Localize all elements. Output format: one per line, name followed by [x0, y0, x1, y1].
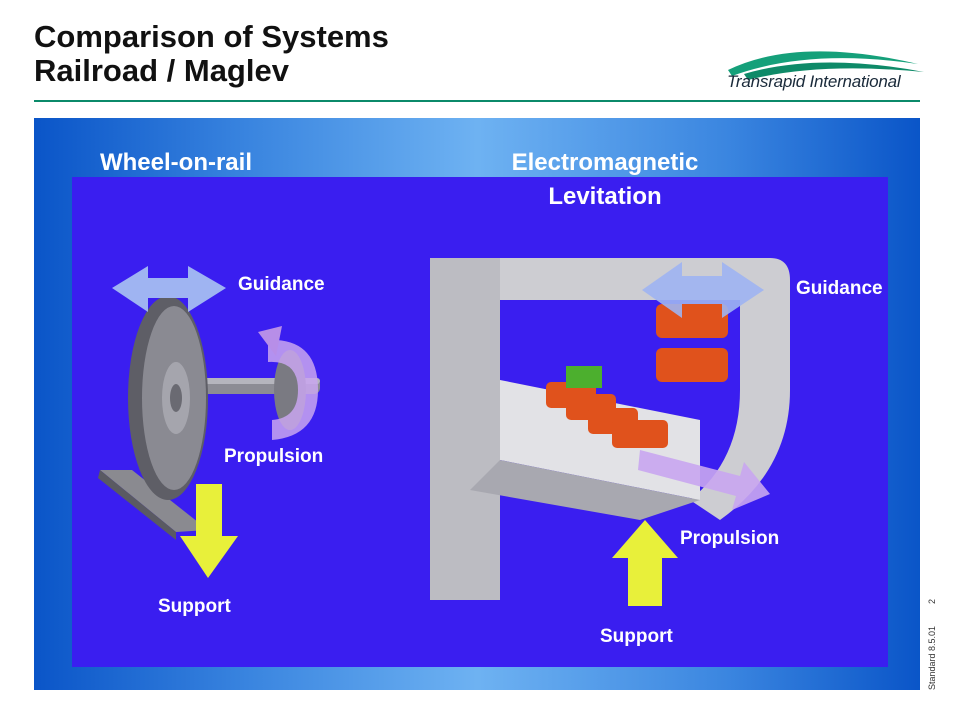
propulsion-rotation-arrow-icon — [268, 339, 318, 440]
electromagnetic-levitation-heading: Electromagnetic Levitation — [470, 146, 740, 214]
logo-text: Transrapid International — [727, 72, 901, 91]
title-line-1: Comparison of Systems — [34, 19, 389, 54]
maglev-guidance-label: Guidance — [796, 278, 883, 299]
support-magnet-icon — [546, 382, 668, 448]
wheel-on-rail-heading: Wheel-on-rail — [99, 149, 252, 176]
guidance-magnet-icon — [656, 304, 728, 338]
wheel-support-label: Support — [158, 596, 231, 617]
maglev-support-label: Support — [600, 626, 673, 647]
header-divider — [34, 100, 920, 102]
maglev-propulsion-arrow-icon — [638, 450, 770, 510]
title-line-2: Railroad / Maglev — [34, 53, 289, 88]
maglev-guidance-double-arrow-icon — [642, 262, 764, 318]
wheel-propulsion-label: Propulsion — [224, 446, 324, 467]
slide-title: Comparison of Systems Railroad / Maglev — [34, 20, 389, 88]
support-arrow-icon — [180, 484, 238, 578]
maglev-support-arrow-icon — [612, 520, 678, 606]
heading-line-2: Levitation — [548, 183, 662, 210]
standard-note: Standard 8.5.01 — [927, 625, 937, 690]
page-number: 2 — [927, 598, 937, 604]
wheel-guidance-label: Guidance — [238, 274, 325, 295]
guidance-double-arrow-icon — [112, 266, 226, 312]
heading-line-1: Electromagnetic — [511, 149, 699, 176]
maglev-propulsion-label: Propulsion — [680, 528, 780, 549]
rail-icon — [100, 470, 208, 532]
transrapid-logo-icon — [728, 51, 924, 80]
